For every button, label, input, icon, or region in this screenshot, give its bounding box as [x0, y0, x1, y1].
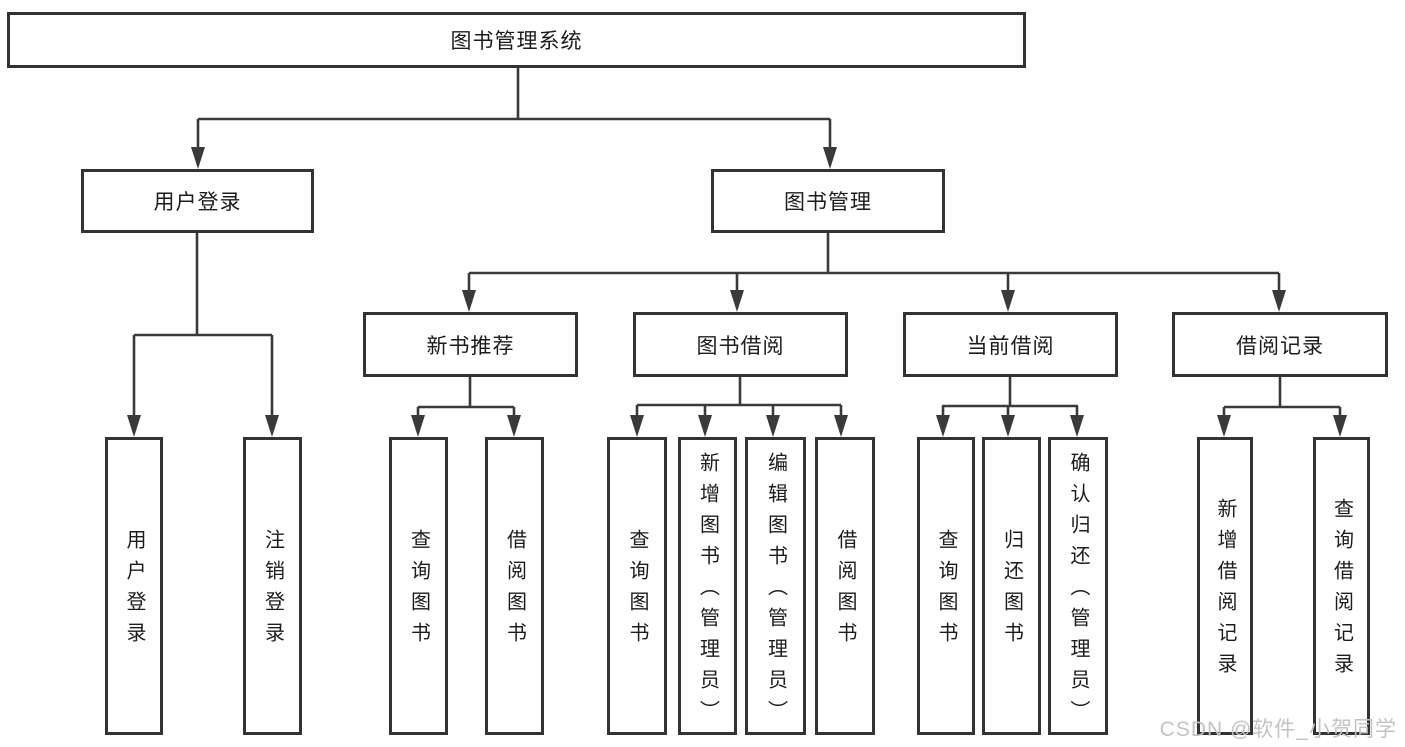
node-user-login-branch: 用户登录: [81, 169, 314, 233]
leaf-borrow-query-books: 查询图书: [607, 437, 667, 735]
leaf-user-login-label: 用户登录: [123, 529, 145, 653]
leaf-logout-label: 注销登录: [261, 529, 284, 653]
node-user-login-branch-label: 用户登录: [153, 191, 242, 214]
leaf-borrow-borrow-books-label: 借阅图书: [834, 529, 856, 653]
arrowhead-down-icon: [730, 290, 744, 312]
node-root-system: 图书管理系统: [7, 12, 1026, 68]
leaf-borrow-borrow-books: 借阅图书: [815, 437, 875, 735]
csdn-watermark: CSDN @软件_小贺同学: [1159, 718, 1397, 741]
node-book-management-branch-label: 图书管理: [784, 191, 872, 214]
leaf-recommend-query-books-label: 查询图书: [407, 529, 430, 653]
leaf-current-return-books: 归还图书: [982, 437, 1041, 735]
arrowhead-down-icon: [411, 415, 425, 437]
node-current-borrow-label: 当前借阅: [966, 334, 1055, 358]
leaf-recommend-query-books: 查询图书: [389, 437, 448, 735]
arrowhead-down-icon: [462, 290, 476, 312]
arrowhead-down-icon: [1272, 290, 1286, 312]
arrowhead-down-icon: [834, 415, 848, 437]
node-new-book-recommend: 新书推荐: [363, 312, 578, 377]
arrowhead-down-icon: [191, 147, 205, 169]
leaf-current-query-books-label: 查询图书: [935, 529, 957, 653]
arrowhead-down-icon: [1001, 415, 1015, 437]
node-book-management-branch: 图书管理: [711, 169, 945, 233]
node-root-system-label: 图书管理系统: [450, 30, 583, 53]
leaf-current-confirm-return-admin: 确认归还（管理员）: [1048, 437, 1108, 735]
leaf-borrow-edit-books-admin-label: 编辑图书（管理员）: [764, 451, 787, 731]
leaf-borrow-query-books-label: 查询图书: [626, 529, 648, 653]
leaf-recommend-borrow-books-label: 借阅图书: [503, 529, 526, 653]
leaf-borrow-edit-books-admin: 编辑图书（管理员）: [745, 437, 806, 735]
leaf-logout: 注销登录: [243, 437, 302, 735]
leaf-user-login: 用户登录: [105, 437, 163, 735]
leaf-current-confirm-return-admin-label: 确认归还（管理员）: [1067, 451, 1089, 731]
leaf-current-query-books: 查询图书: [917, 437, 975, 735]
leaf-borrow-add-books-admin: 新增图书（管理员）: [678, 437, 737, 735]
arrowhead-down-icon: [1217, 415, 1231, 437]
node-new-book-recommend-label: 新书推荐: [426, 334, 515, 358]
arrowhead-down-icon: [630, 415, 644, 437]
arrowhead-down-icon: [265, 415, 279, 437]
arrowhead-down-icon: [1070, 415, 1084, 437]
arrowhead-down-icon: [823, 147, 837, 169]
arrowhead-down-icon: [507, 415, 521, 437]
leaf-records-add-record: 新增借阅记录: [1197, 437, 1253, 735]
arrowhead-down-icon: [127, 415, 141, 437]
leaf-records-query-record-label: 查询借阅记录: [1330, 498, 1353, 684]
node-borrow-records-label: 借阅记录: [1236, 334, 1324, 358]
leaf-current-return-books-label: 归还图书: [1000, 529, 1023, 653]
arrowhead-down-icon: [1001, 290, 1015, 312]
node-book-borrow: 图书借阅: [633, 312, 848, 377]
arrowhead-down-icon: [766, 415, 780, 437]
leaf-borrow-add-books-admin-label: 新增图书（管理员）: [696, 451, 719, 731]
leaf-records-query-record: 查询借阅记录: [1313, 437, 1370, 735]
node-book-borrow-label: 图书借阅: [696, 334, 785, 358]
leaf-recommend-borrow-books: 借阅图书: [485, 437, 544, 735]
node-current-borrow: 当前借阅: [903, 312, 1118, 377]
arrowhead-down-icon: [698, 415, 712, 437]
node-borrow-records: 借阅记录: [1172, 312, 1388, 377]
leaf-records-add-record-label: 新增借阅记录: [1214, 498, 1236, 684]
arrowhead-down-icon: [936, 415, 950, 437]
arrowhead-down-icon: [1333, 415, 1347, 437]
